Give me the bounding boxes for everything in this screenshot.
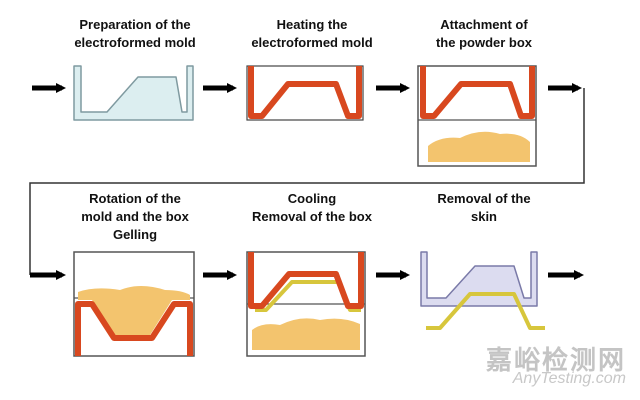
step-6-label-line2: skin <box>470 209 497 224</box>
step-3-label: Attachment of the powder box <box>404 16 564 52</box>
step-5-label: Cooling Removal of the box <box>232 190 392 226</box>
step-1-label-line2: electroformed mold <box>74 35 196 50</box>
step-3-mold-with-powder-box <box>417 65 537 167</box>
step-3-label-line1: Attachment of <box>440 17 528 32</box>
step-4-label: Rotation of the mold and the box Gelling <box>55 190 215 244</box>
watermark-cn: 嘉峪检测网 <box>485 346 626 376</box>
step-6-skin-removal <box>420 251 545 330</box>
step-6-label: Removal of the skin <box>404 190 564 226</box>
watermark-en: AnyTesting.com <box>512 370 626 387</box>
step-4-rotated-mold-and-box <box>73 251 195 357</box>
step-2-heated-mold <box>246 65 364 121</box>
row-connector-line <box>29 88 585 275</box>
skin-layer <box>255 280 361 312</box>
powder <box>428 131 530 162</box>
removed-skin <box>426 292 545 330</box>
step-2-label: Heating the electroformed mold <box>232 16 392 52</box>
step-4-label-line2: mold and the box <box>81 209 189 224</box>
step-1-cold-mold <box>73 65 194 121</box>
step-3-label-line2: the powder box <box>435 35 533 50</box>
step-2-label-line2: electroformed mold <box>251 35 373 50</box>
step-5-cooling-mold <box>246 251 366 357</box>
step-1-label: Preparation of the electroformed mold <box>55 16 215 52</box>
step-1-label-line1: Preparation of the <box>79 17 191 32</box>
step-5-label-line1: Cooling <box>287 191 337 206</box>
powder <box>252 318 360 350</box>
step-6-label-line1: Removal of the <box>437 191 531 206</box>
step-5-label-line2: Removal of the box <box>252 209 372 224</box>
step-4-label-line1: Rotation of the <box>89 191 181 206</box>
step-2-label-line1: Heating the <box>276 17 348 32</box>
step-4-label-line3: Gelling <box>112 227 158 242</box>
